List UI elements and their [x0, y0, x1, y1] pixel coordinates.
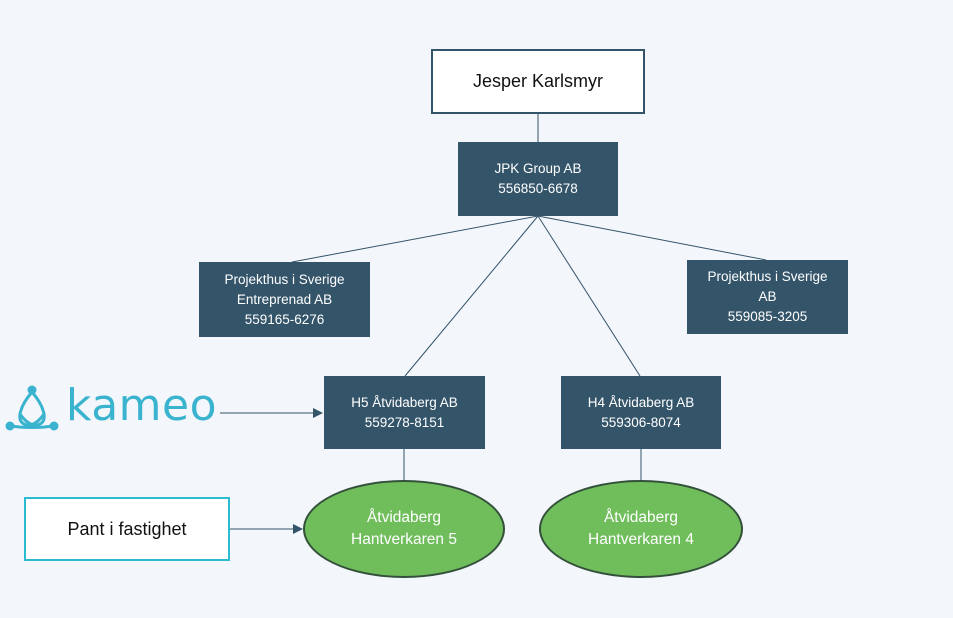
- connector-holding-h4: [537, 215, 641, 377]
- subsidiary-right-box: Projekthus i Sverige AB 559085-3205: [687, 260, 848, 334]
- subsidiary-right-line2: AB: [758, 289, 777, 304]
- subsidiary-left-box: Projekthus i Sverige Entreprenad AB 5591…: [199, 262, 370, 337]
- subsidiary-left-line2: Entreprenad AB: [236, 291, 333, 307]
- subsidiary-right-org-no: 559085-3205: [727, 309, 808, 324]
- h4-name: H4 Åtvidaberg AB: [587, 394, 695, 410]
- h4-org-no: 559306-8074: [601, 414, 681, 430]
- property-4-line1: Åtvidaberg: [603, 509, 679, 526]
- kameo-knot-icon: [5, 385, 59, 431]
- subsidiary-left-org-no: 559165-6276: [244, 311, 325, 327]
- h5-box: H5 Åtvidaberg AB 559278-8151: [324, 376, 485, 449]
- pledge-label: Pant i fastighet: [67, 518, 187, 539]
- holding-box: JPK Group AB 556850-6678: [458, 142, 618, 216]
- property-hantverkaren-4: Åtvidaberg Hantverkaren 4: [539, 480, 743, 578]
- property-5-line1: Åtvidaberg: [366, 509, 442, 526]
- h4-box: H4 Åtvidaberg AB 559306-8074: [561, 376, 721, 449]
- connector-holding-left: [291, 215, 539, 263]
- subsidiary-left-line1: Projekthus i Sverige: [224, 271, 345, 287]
- connector-holding-right: [537, 215, 767, 261]
- h5-name: H5 Åtvidaberg AB: [351, 394, 458, 410]
- kameo-wordmark: kameo: [66, 380, 218, 431]
- kameo-logo: kameo: [4, 380, 217, 436]
- owner-box: Jesper Karlsmyr: [431, 49, 645, 114]
- property-5-line2: Hantverkaren 5: [351, 531, 457, 548]
- property-hantverkaren-5: Åtvidaberg Hantverkaren 5: [303, 480, 505, 578]
- owner-name: Jesper Karlsmyr: [472, 71, 604, 91]
- holding-name: JPK Group AB: [494, 161, 582, 176]
- subsidiary-right-line1: Projekthus i Sverige: [707, 269, 828, 284]
- pledge-box: Pant i fastighet: [24, 497, 230, 561]
- h5-org-no: 559278-8151: [364, 414, 445, 430]
- connector-holding-h5: [404, 215, 539, 377]
- property-4-line2: Hantverkaren 4: [588, 531, 694, 548]
- holding-org-no: 556850-6678: [498, 181, 578, 196]
